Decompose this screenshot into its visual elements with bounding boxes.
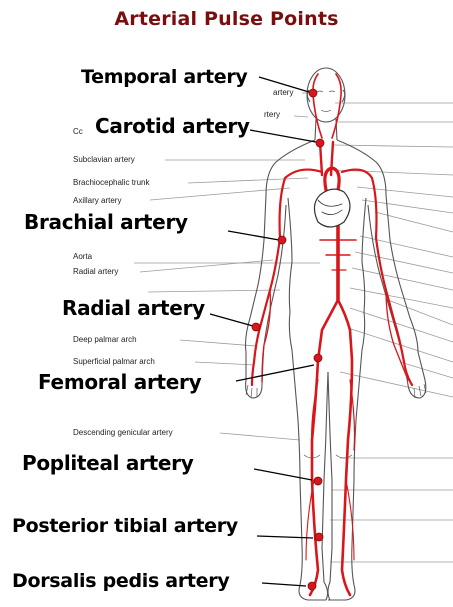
- carotid-pulse-dot: [316, 139, 324, 147]
- label-dorsalis-pedis-artery: Dorsalis pedis artery: [12, 570, 229, 592]
- label-temporal-artery: Temporal artery: [81, 66, 248, 88]
- brachial-pulse-dot: [278, 236, 286, 244]
- label-brachial-artery: Brachial artery: [24, 210, 188, 234]
- small-label-brachiocephalic: Brachiocephalic trunk: [73, 178, 149, 187]
- popliteal-pulse-dot: [314, 477, 322, 485]
- small-label-descending-genicular: Descending genicular artery: [73, 428, 173, 437]
- dorsalis-pedis-pulse-dot: [308, 582, 316, 590]
- label-popliteal-artery: Popliteal artery: [22, 451, 193, 475]
- small-label-subclavian: Subclavian artery: [73, 155, 135, 164]
- posterior-tibial-pulse-dot: [315, 533, 323, 541]
- small-label-axillary: Axillary artery: [73, 196, 121, 205]
- label-posterior-tibial-artery: Posterior tibial artery: [12, 515, 238, 537]
- femoral-pulse-dot: [314, 354, 322, 362]
- small-label-cc: Cc: [73, 127, 83, 136]
- small-label-superficial-palmar-arch: Superficial palmar arch: [73, 357, 155, 366]
- leader-lines: [210, 77, 316, 586]
- small-label-deep-palmar-arch: Deep palmar arch: [73, 335, 137, 344]
- label-carotid-artery: Carotid artery: [95, 114, 250, 138]
- label-radial-artery: Radial artery: [62, 296, 205, 320]
- small-label-rtery: rtery: [264, 110, 280, 119]
- label-femoral-artery: Femoral artery: [38, 370, 201, 394]
- radial-pulse-dot: [252, 323, 260, 331]
- small-label-artery: artery: [273, 88, 293, 97]
- small-label-aorta: Aorta: [73, 252, 92, 261]
- temporal-pulse-dot: [309, 89, 317, 97]
- small-label-radial-artery: Radial artery: [73, 267, 118, 276]
